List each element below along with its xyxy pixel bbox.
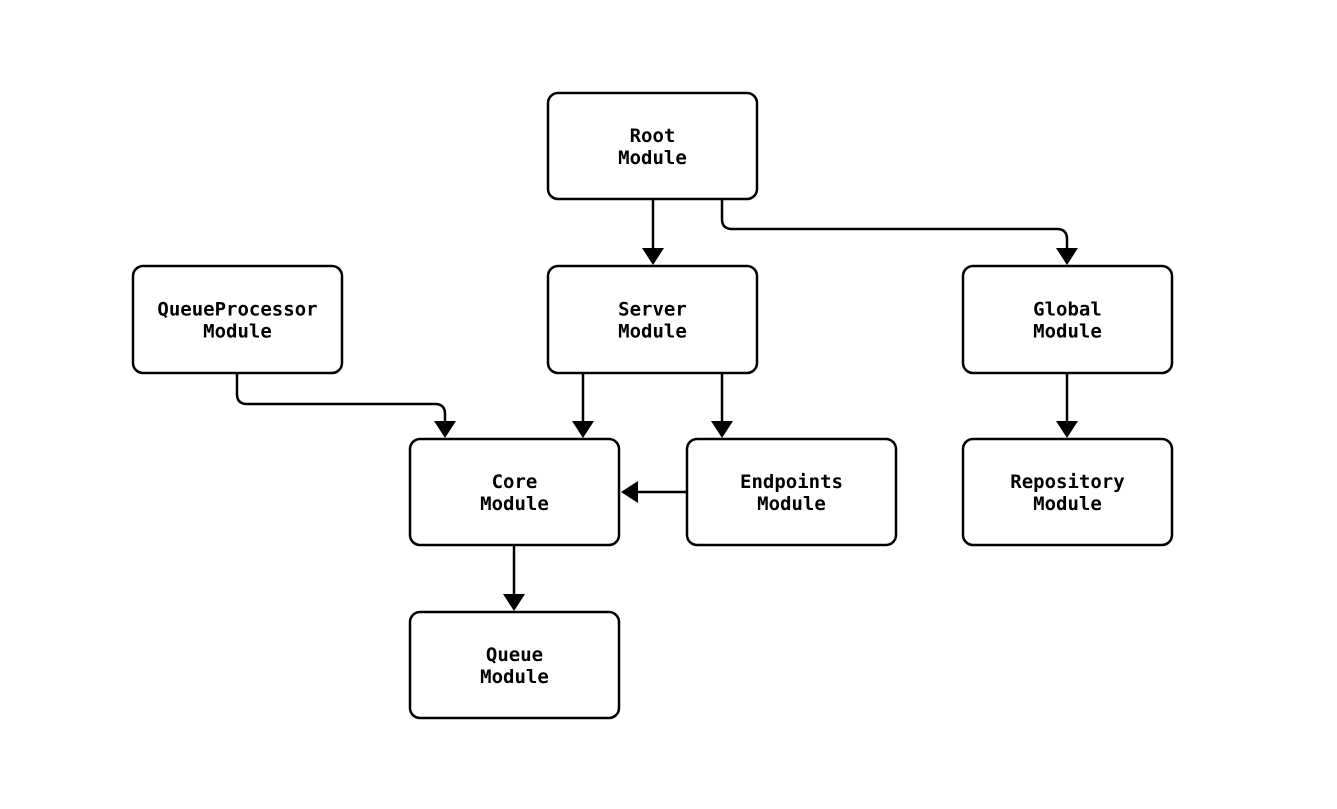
edge-queueprocessor-to-core: [235, 373, 447, 425]
node-box-endpoints: [685, 437, 898, 547]
node-box-repository: [961, 437, 1174, 547]
node-box-server: [546, 264, 759, 375]
node-box-queue: [408, 610, 621, 720]
arrowhead-icon-queueprocessor-to-core: [434, 421, 456, 438]
arrowhead-icon-endpoints-to-core: [621, 481, 638, 503]
arrowhead-icon-core-to-queue: [503, 594, 525, 611]
arrowhead-icon-server-to-endpoints: [711, 421, 733, 438]
node-box-queueprocessor: [131, 264, 344, 375]
arrowhead-icon-server-to-core: [572, 421, 594, 438]
arrowhead-icon-root-to-global: [1056, 248, 1078, 265]
arrowhead-icon-global-to-repository: [1056, 421, 1078, 438]
node-box-global: [961, 264, 1174, 375]
node-box-root: [546, 91, 759, 201]
node-box-core: [408, 437, 621, 547]
arrowhead-icon-root-to-server: [642, 248, 664, 265]
edges-layer: [235, 199, 1078, 611]
edge-root-to-global: [720, 199, 1069, 252]
